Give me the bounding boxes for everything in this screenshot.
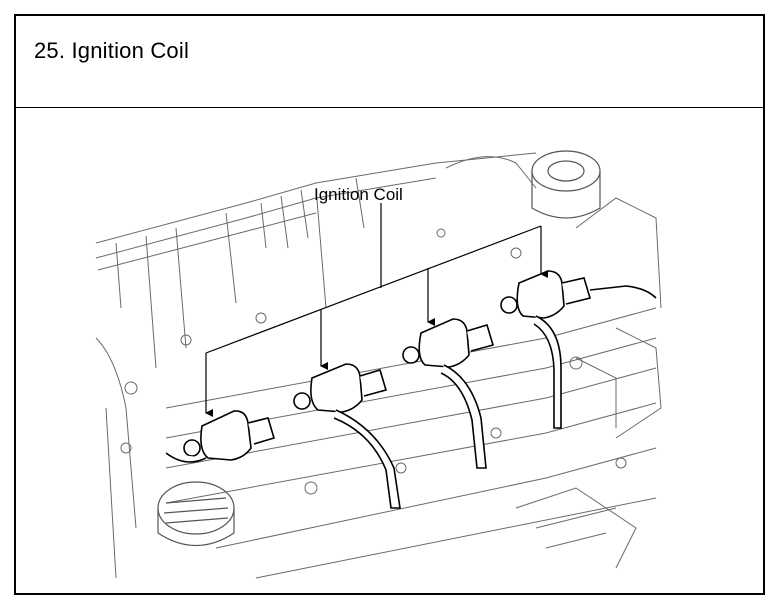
ignition-coil-callout-label: Ignition Coil [314,185,403,204]
ignition-coil-2 [293,363,401,509]
engine-block-sketch [95,152,662,579]
callout-leader-lines [205,203,548,417]
ignition-coil-4 [500,270,657,429]
diagram-figure: Ignition Coil [16,108,763,593]
top-cap [531,150,601,219]
ignition-coil-3 [402,318,495,469]
oil-filler-cap [157,481,235,547]
engine-diagram: Ignition Coil [95,150,662,579]
header-section: 25. Ignition Coil [16,16,763,108]
page-title: 25. Ignition Coil [34,38,190,63]
ignition-coil-1 [165,410,275,463]
document-frame: 25. Ignition Coil [14,14,765,595]
